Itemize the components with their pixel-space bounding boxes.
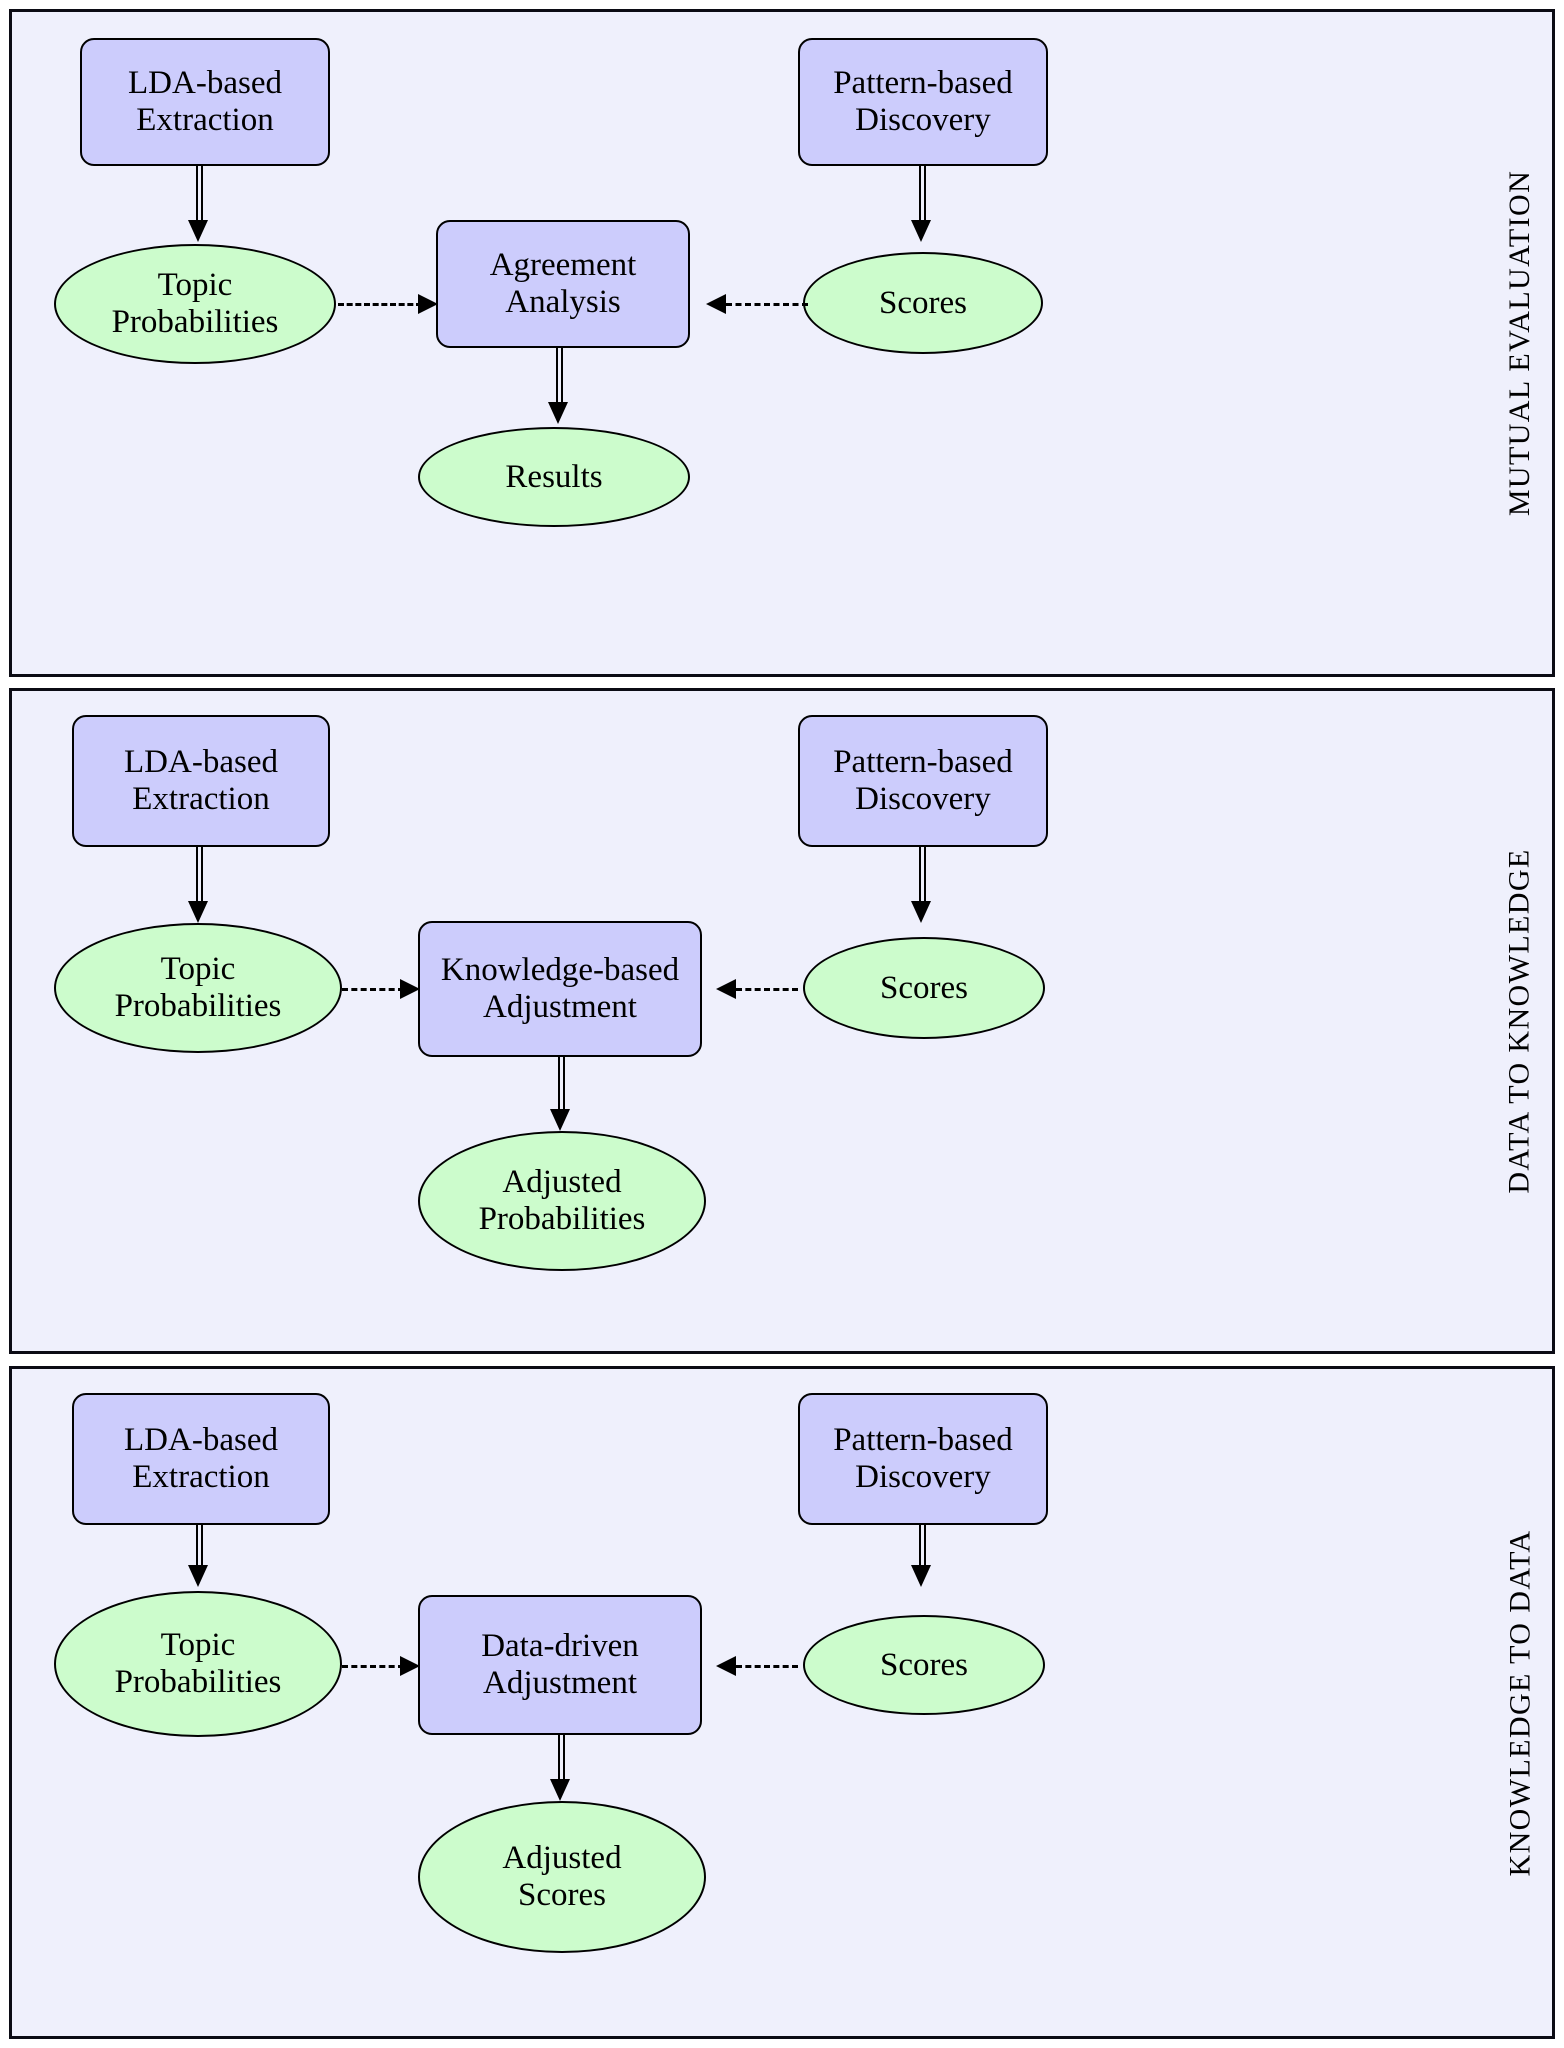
- node-line-1: LDA-based: [128, 65, 282, 102]
- arrowhead-topic-to-center: [400, 979, 420, 999]
- node-adjusted-scores: Adjusted Scores: [418, 1801, 706, 1953]
- arrowhead-lda-to-topic: [188, 220, 208, 242]
- arrowhead-lda-to-topic: [188, 1565, 208, 1587]
- node-adjusted-probabilities: Adjusted Probabilities: [418, 1131, 706, 1271]
- node-line-2: Probabilities: [478, 1201, 646, 1237]
- connector-center-to-adjusted: [558, 1735, 565, 1787]
- arrowhead-topic-to-center: [400, 1656, 420, 1676]
- arrowhead-scores-to-center: [716, 979, 736, 999]
- node-line-2: Analysis: [505, 284, 621, 320]
- connector-topic-to-center: [342, 1665, 404, 1668]
- connector-pattern-to-scores: [919, 166, 926, 228]
- node-pattern-based-discovery: Pattern-based Discovery: [798, 715, 1048, 847]
- connector-center-to-adjusted: [558, 1057, 565, 1117]
- side-label-text: DATA TO KNOWLEDGE: [1503, 848, 1537, 1194]
- node-line-1: Agreement: [489, 247, 637, 284]
- arrowhead-lda-to-topic: [188, 901, 208, 923]
- arrowhead-center-to-adjusted: [550, 1779, 570, 1801]
- connector-topic-to-center: [342, 988, 404, 991]
- connector-lda-to-topic: [196, 847, 203, 909]
- node-line-1: Pattern-based: [833, 1422, 1013, 1459]
- arrowhead-pattern-to-scores: [911, 1565, 931, 1587]
- arrowhead-center-to-results: [548, 402, 568, 424]
- node-line-1: Topic: [160, 951, 236, 988]
- node-lda-based-extraction: LDA-based Extraction: [72, 1393, 330, 1525]
- panel-knowledge-to-data: LDA-based Extraction Topic Probabilities…: [9, 1366, 1555, 2039]
- node-topic-probabilities: Topic Probabilities: [54, 244, 336, 364]
- node-results: Results: [418, 427, 690, 527]
- connector-lda-to-topic: [196, 166, 203, 228]
- node-line-1: LDA-based: [124, 744, 278, 781]
- node-line-1: Pattern-based: [833, 744, 1013, 781]
- connector-center-to-results: [556, 348, 563, 410]
- side-label-text: MUTUAL EVALUATION: [1503, 169, 1536, 517]
- node-line-2: Probabilities: [111, 304, 279, 340]
- arrowhead-center-to-adjusted: [550, 1109, 570, 1131]
- arrowhead-pattern-to-scores: [911, 901, 931, 923]
- node-line-1: Adjusted: [502, 1840, 622, 1877]
- connector-scores-to-center: [726, 303, 808, 306]
- node-lda-based-extraction: LDA-based Extraction: [80, 38, 330, 166]
- node-topic-probabilities: Topic Probabilities: [54, 1591, 342, 1737]
- node-line-1: Scores: [880, 969, 968, 1006]
- panel-side-label: MUTUAL EVALUATION: [1494, 12, 1546, 674]
- node-lda-based-extraction: LDA-based Extraction: [72, 715, 330, 847]
- connector-scores-to-center: [736, 988, 798, 991]
- node-scores: Scores: [803, 1615, 1045, 1715]
- node-data-driven-adjustment: Data-driven Adjustment: [418, 1595, 702, 1735]
- node-line-2: Scores: [518, 1877, 606, 1913]
- node-line-2: Adjustment: [483, 1665, 637, 1701]
- node-line-1: Data-driven: [481, 1628, 639, 1665]
- node-line-1: Knowledge-based: [440, 952, 680, 989]
- node-line-2: Probabilities: [114, 1664, 282, 1700]
- node-scores: Scores: [803, 937, 1045, 1039]
- node-line-2: Discovery: [855, 1459, 991, 1495]
- node-line-1: LDA-based: [124, 1422, 278, 1459]
- node-line-2: Probabilities: [114, 988, 282, 1024]
- connector-topic-to-center: [338, 303, 422, 306]
- node-line-2: Extraction: [132, 781, 270, 817]
- side-label-text: KNOWLEDGE TO DATA: [1503, 1529, 1537, 1876]
- node-line-1: Scores: [880, 1646, 968, 1683]
- node-pattern-based-discovery: Pattern-based Discovery: [798, 38, 1048, 166]
- node-line-1: Results: [505, 458, 603, 495]
- connector-scores-to-center: [736, 1665, 798, 1668]
- node-line-1: Pattern-based: [833, 65, 1013, 102]
- node-line-2: Adjustment: [482, 989, 637, 1025]
- connector-pattern-to-scores: [919, 1525, 926, 1573]
- node-knowledge-based-adjustment: Knowledge-based Adjustment: [418, 921, 702, 1057]
- arrowhead-scores-to-center: [706, 294, 726, 314]
- node-line-2: Discovery: [855, 102, 991, 138]
- arrowhead-pattern-to-scores: [911, 220, 931, 242]
- node-line-1: Scores: [879, 284, 967, 321]
- node-line-1: Adjusted: [502, 1164, 622, 1201]
- node-line-2: Extraction: [136, 102, 274, 138]
- connector-pattern-to-scores: [919, 847, 926, 909]
- arrowhead-scores-to-center: [716, 1656, 736, 1676]
- node-pattern-based-discovery: Pattern-based Discovery: [798, 1393, 1048, 1525]
- node-agreement-analysis: Agreement Analysis: [436, 220, 690, 348]
- panel-side-label: DATA TO KNOWLEDGE: [1494, 691, 1546, 1351]
- node-topic-probabilities: Topic Probabilities: [54, 923, 342, 1053]
- arrowhead-topic-to-center: [418, 294, 438, 314]
- node-line-1: Topic: [160, 1627, 236, 1664]
- node-line-2: Discovery: [855, 781, 991, 817]
- panel-data-to-knowledge: LDA-based Extraction Topic Probabilities…: [9, 688, 1555, 1354]
- node-line-2: Extraction: [132, 1459, 270, 1495]
- connector-lda-to-topic: [196, 1525, 203, 1573]
- node-line-1: Topic: [157, 267, 233, 304]
- panel-mutual-evaluation: LDA-based Extraction Topic Probabilities…: [9, 9, 1555, 677]
- panel-side-label: KNOWLEDGE TO DATA: [1494, 1369, 1546, 2036]
- node-scores: Scores: [803, 252, 1043, 354]
